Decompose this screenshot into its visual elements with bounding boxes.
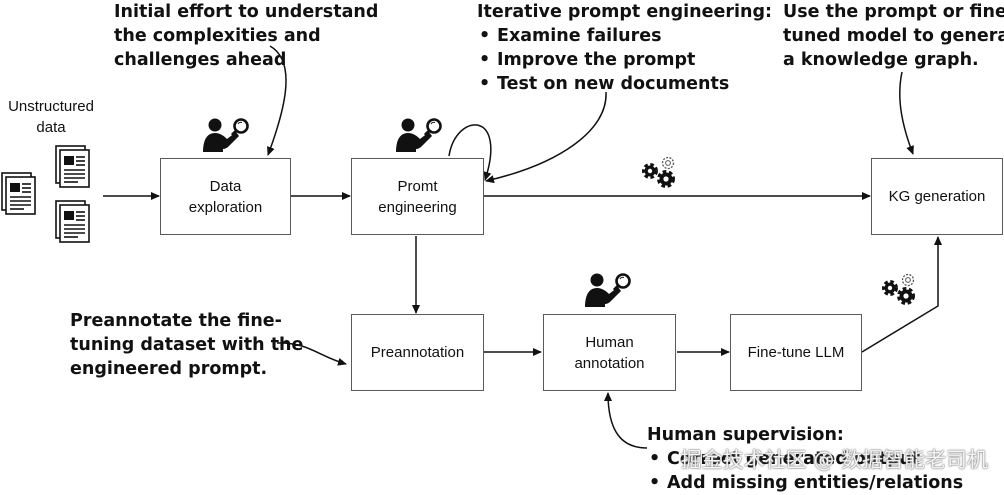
callout-use-model (899, 71, 914, 155)
node-preannotation: Preannotation (351, 314, 484, 391)
watermark: 掘金技术社区 @ 数据智能老司机 (680, 448, 988, 472)
self-loop-arrow (448, 124, 492, 181)
arrow-finetune-to-kg (861, 236, 942, 353)
note-title: Human supervision: (647, 425, 844, 445)
note-line: tuning dataset with the (70, 335, 304, 355)
note-iterative-prompt-engineering: Iterative prompt engineering: Examine fa… (477, 0, 772, 96)
note-bullet: Correct generated output (647, 447, 963, 471)
note-bullet: Test on new documents (477, 72, 772, 96)
person-with-magnifier-icon (583, 272, 631, 309)
note-line: a knowledge graph. (783, 50, 979, 70)
note-human-supervision: Human supervision: Correct generated out… (647, 423, 963, 495)
note-title: Iterative prompt engineering: (477, 2, 772, 22)
note-line: engineered prompt. (70, 359, 268, 379)
gears-icon (885, 275, 914, 303)
callout-initial-effort (267, 45, 287, 156)
callout-preannotate (276, 342, 347, 366)
note-bullet: Examine failures (477, 24, 772, 48)
note-line: the complexities and (114, 26, 321, 46)
person-with-magnifier-icon (394, 117, 442, 154)
note-line: tuned model to generate (783, 26, 1004, 46)
note-line: Preannotate the fine- (70, 311, 282, 331)
node-prompt-engineering: Promt engineering (351, 158, 484, 235)
note-line: challenges ahead (114, 50, 287, 70)
node-fine-tune-llm: Fine-tune LLM (730, 314, 862, 391)
callout-iterative (485, 91, 607, 184)
note-bullet: Improve the prompt (477, 48, 772, 72)
note-preannotate: Preannotate the fine- tuning dataset wit… (70, 309, 303, 381)
node-data-exploration: Data exploration (160, 158, 291, 235)
note-line: Use the prompt or fine- (783, 2, 1004, 22)
document-icon (55, 200, 90, 243)
gears-icon (645, 158, 674, 186)
callout-supervision (604, 392, 648, 449)
note-use-model: Use the prompt or fine- tuned model to g… (783, 0, 1004, 72)
node-kg-generation: KG generation (871, 158, 1003, 235)
source-label: Unstructured data (8, 98, 94, 136)
person-with-magnifier-icon (201, 117, 249, 154)
node-human-annotation: Human annotation (543, 314, 676, 391)
document-icon (1, 172, 36, 215)
note-initial-effort: Initial effort to understand the complex… (114, 0, 378, 72)
note-bullet: Add missing entities/relations (647, 471, 963, 495)
note-line: Initial effort to understand (114, 2, 379, 22)
document-icon (55, 145, 90, 188)
